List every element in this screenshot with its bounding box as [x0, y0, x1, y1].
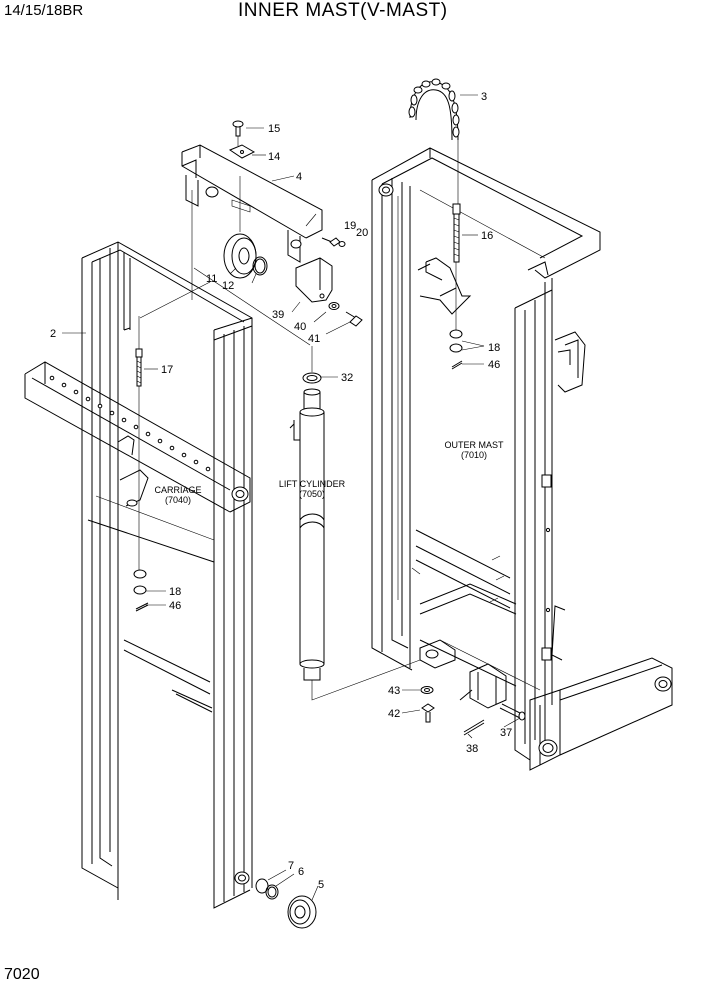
leader-lines — [62, 94, 521, 901]
outer-mast-ref: (7010) — [461, 450, 487, 460]
snap-ring-12 — [252, 256, 268, 276]
callout-18-left: 18 — [169, 586, 181, 598]
callout-37: 37 — [500, 727, 512, 739]
callout-3: 3 — [481, 91, 487, 103]
lift-cylinder-label: LIFT CYLINDER — [279, 479, 346, 489]
callout-46-right: 46 — [488, 359, 500, 371]
callout-5: 5 — [318, 879, 324, 891]
chain-guard-39 — [295, 257, 333, 303]
callout-38: 38 — [466, 743, 478, 755]
split-pin-38 — [463, 719, 485, 736]
callout-42: 42 — [388, 708, 400, 720]
callout-12: 12 — [222, 280, 234, 292]
callout-32: 32 — [341, 372, 353, 384]
callout-7: 7 — [288, 860, 294, 872]
carriage — [24, 361, 251, 513]
callout-39: 39 — [272, 309, 284, 321]
inner-mast — [81, 241, 253, 909]
anchor-nuts-right — [449, 329, 463, 370]
callout-17: 17 — [161, 364, 173, 376]
callout-46-left: 46 — [169, 600, 181, 612]
carriage-ref: (7040) — [165, 495, 191, 505]
callout-20: 20 — [356, 227, 368, 239]
lift-cylinder-ref: (7050) — [299, 489, 325, 499]
callout-19: 19 — [344, 220, 356, 232]
model-code: 14/15/18BR — [4, 2, 84, 19]
chain-anchor-bolt — [452, 203, 461, 330]
page-title: INNER MAST(V-MAST) — [238, 0, 448, 21]
callout-41: 41 — [308, 333, 320, 345]
sheave-wheel — [223, 233, 257, 279]
sheave-bracket — [181, 144, 323, 300]
plate-14 — [228, 144, 256, 159]
callout-18-right: 18 — [488, 342, 500, 354]
lift-chain — [408, 78, 460, 205]
lift-cylinder — [289, 346, 421, 701]
page-number: 7020 — [4, 966, 40, 983]
outer-mast-label: OUTER MAST — [444, 440, 504, 450]
washer-40 — [328, 302, 340, 310]
bolt-42 — [421, 703, 435, 723]
roller-bearing-5 — [287, 895, 317, 929]
callout-16: 16 — [481, 230, 493, 242]
callout-43: 43 — [388, 685, 400, 697]
chain-anchor-bolt-left — [135, 316, 143, 570]
callout-2: 2 — [50, 328, 56, 340]
bolt-15 — [232, 120, 244, 146]
bolt-41 — [345, 311, 363, 327]
snap-ring-7 — [255, 878, 269, 894]
callout-4: 4 — [296, 171, 302, 183]
callout-15: 15 — [268, 123, 280, 135]
callout-14: 14 — [268, 151, 280, 163]
pin-37 — [499, 703, 526, 721]
washer-20 — [338, 241, 346, 247]
callout-40: 40 — [294, 321, 306, 333]
washer-43 — [420, 686, 434, 694]
callout-11: 11 — [206, 273, 217, 285]
callout-6: 6 — [298, 866, 304, 878]
carriage-label: CARRIAGE — [154, 485, 201, 495]
outer-mast — [371, 147, 673, 771]
bolt-19 — [321, 237, 341, 247]
shim-ring-6 — [265, 884, 279, 900]
anchor-nuts-left — [133, 569, 149, 612]
